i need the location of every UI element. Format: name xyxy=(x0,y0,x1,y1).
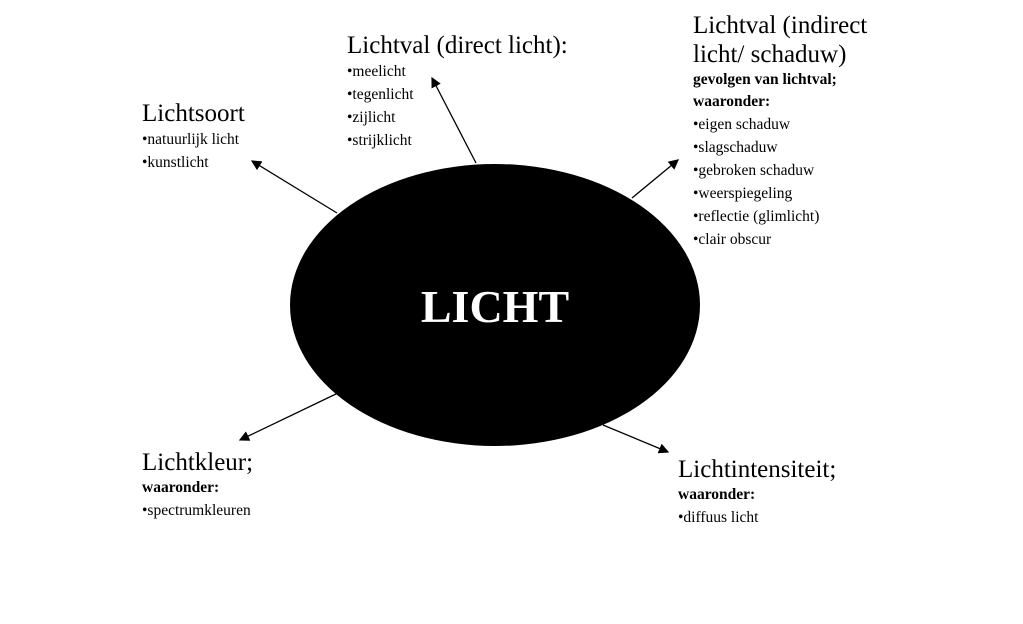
list-item: •eigen schaduw xyxy=(693,116,791,133)
list-item: •zijlicht xyxy=(347,109,396,126)
node-lichtintensiteit: Lichtintensiteit; waaronder: •diffuus li… xyxy=(678,455,836,529)
node-subtitle: waaronder: xyxy=(693,93,771,110)
node-title: Lichtkleur; xyxy=(142,449,254,476)
list-item: •kunstlicht xyxy=(142,154,209,171)
node-subtitle: waaronder: xyxy=(678,486,756,503)
node-subtitle: waaronder: xyxy=(142,479,220,496)
node-title: licht/ schaduw) xyxy=(693,41,847,68)
arrow-intensiteit xyxy=(602,424,670,454)
list-item: •strijklicht xyxy=(347,132,412,149)
list-item: •tegenlicht xyxy=(347,86,414,103)
list-item: •diffuus licht xyxy=(678,509,759,526)
node-title: Lichtval (indirect xyxy=(693,12,868,39)
node-subtitle: gevolgen van lichtval; xyxy=(693,71,837,88)
node-indirect: Lichtval (indirect licht/ schaduw) gevol… xyxy=(693,11,867,251)
node-title: Lichtintensiteit; xyxy=(678,456,837,483)
node-title: Lichtsoort xyxy=(142,100,245,127)
list-item: •reflectie (glimlicht) xyxy=(693,208,820,225)
arrow-lichtsoort xyxy=(250,160,338,214)
center-label: LICHT xyxy=(420,281,570,332)
list-item: •meelicht xyxy=(347,63,406,80)
node-title: Lichtval (direct licht): xyxy=(347,32,568,59)
node-direct: Lichtval (direct licht): •meelicht •tege… xyxy=(347,31,568,152)
center-ellipse xyxy=(290,164,700,446)
list-item: •gebroken schaduw xyxy=(693,162,815,179)
arrow-kleur xyxy=(238,392,339,441)
arrow-indirect xyxy=(631,159,680,199)
node-lichtkleur: Lichtkleur; waaronder: •spectrumkleuren xyxy=(142,448,253,522)
list-item: •natuurlijk licht xyxy=(142,131,240,148)
list-item: •clair obscur xyxy=(693,231,772,248)
list-item: •weerspiegeling xyxy=(693,185,793,202)
list-item: •slagschaduw xyxy=(693,139,778,156)
list-item: •spectrumkleuren xyxy=(142,502,251,519)
node-lichtsoort: Lichtsoort •natuurlijk licht •kunstlicht xyxy=(142,99,245,174)
arrow-direct xyxy=(431,76,477,164)
